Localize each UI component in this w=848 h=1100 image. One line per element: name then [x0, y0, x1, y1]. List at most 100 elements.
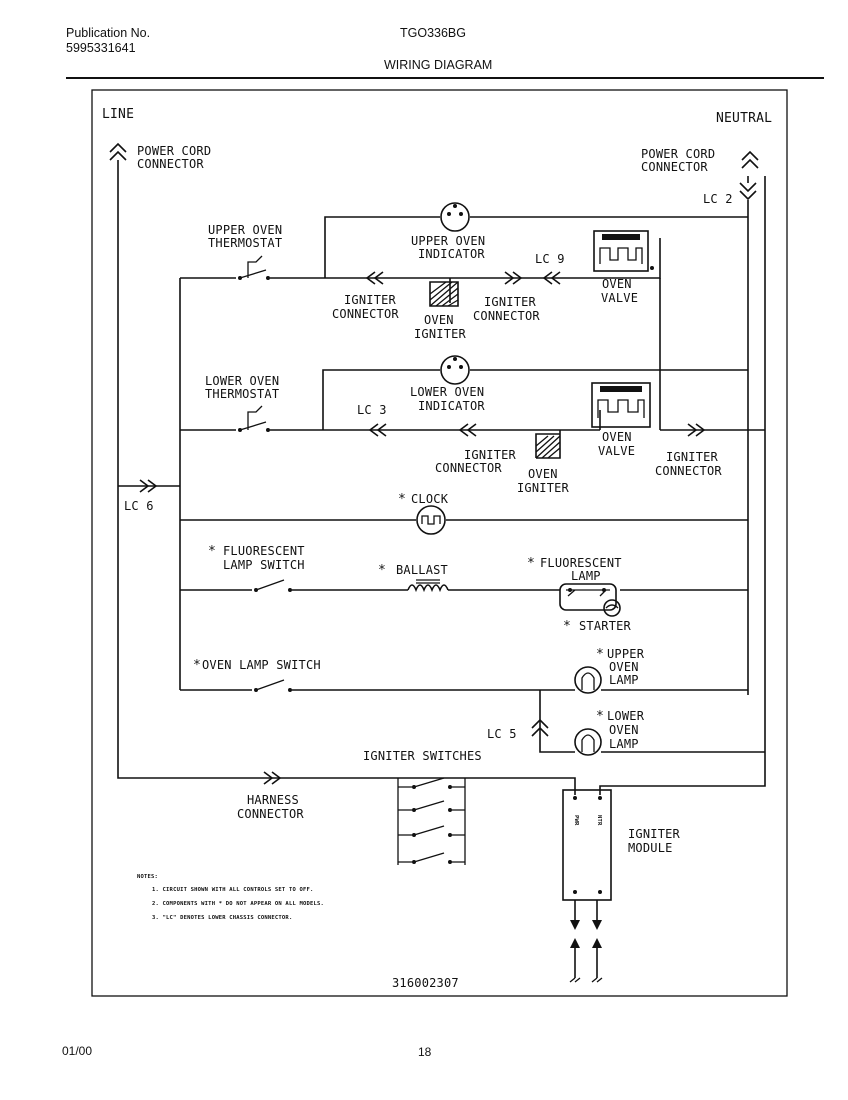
line-power-cord-connector-icon	[109, 142, 127, 161]
fluor-switch-contact-icon	[288, 588, 292, 592]
label-lower-valve-2: VALVE	[598, 444, 635, 458]
label-lower-valve-1: OVEN	[602, 430, 632, 444]
module-terminal-ntr: NTR	[596, 815, 602, 826]
label-upper-ign-conn-left-2: CONNECTOR	[332, 307, 399, 321]
neutral-power-cord-connector-icon	[741, 150, 759, 169]
label-lc3: LC 3	[357, 403, 387, 417]
indicator-dot-icon	[459, 365, 463, 369]
note-3: 3. "LC" DENOTES LOWER CHASSIS CONNECTOR.	[152, 915, 292, 921]
ballast-icon	[407, 579, 449, 593]
notes-title: NOTES:	[137, 874, 158, 880]
label-lc9: LC 9	[535, 252, 565, 266]
ground-icon	[569, 977, 603, 983]
label-upper-lamp-1: UPPER	[607, 647, 645, 661]
asterisk-fluor-lamp: *	[527, 556, 535, 571]
line-wire	[117, 160, 576, 795]
label-line-power-cord: POWER CORD	[137, 144, 211, 158]
label-harness-2: CONNECTOR	[237, 807, 304, 821]
footer-page-number: 18	[418, 1045, 432, 1059]
label-oven-lamp-switch: OVEN LAMP SWITCH	[202, 658, 321, 672]
label-line: LINE	[102, 107, 134, 122]
page-title: WIRING DIAGRAM	[384, 58, 493, 72]
label-lower-igniter-2: IGNITER	[517, 481, 570, 495]
label-starter: STARTER	[579, 619, 632, 633]
label-lower-lamp-2: OVEN	[609, 723, 639, 737]
drawing-number: 316002307	[392, 976, 459, 990]
label-line-power-cord-connector: CONNECTOR	[137, 157, 204, 171]
indicator-dot-icon	[453, 204, 457, 208]
label-lower-lamp-3: LAMP	[609, 737, 639, 751]
label-neutral-power-cord: POWER CORD	[641, 147, 715, 161]
lc3-connector-icon	[368, 423, 387, 437]
label-ballast: BALLAST	[396, 563, 448, 577]
label-igniter-module-1: IGNITER	[628, 827, 681, 841]
label-upper-valve-1: OVEN	[602, 277, 632, 291]
upper-thermostat-contact-icon	[266, 276, 270, 280]
label-lower-lamp-1: LOWER	[607, 709, 645, 723]
label-upper-thermostat-1: UPPER OVEN	[208, 223, 282, 237]
asterisk-clock: *	[398, 492, 406, 507]
upper-oven-igniter-icon	[429, 281, 459, 307]
asterisk-lower-lamp: *	[596, 709, 604, 724]
label-upper-ign-conn-right-1: IGNITER	[484, 295, 537, 309]
note-1: 1. CIRCUIT SHOWN WITH ALL CONTROLS SET T…	[152, 887, 314, 893]
module-terminal-pwr: PWR	[573, 815, 579, 826]
lower-thermostat-contact-icon	[266, 428, 270, 432]
publication-label: Publication No.	[66, 26, 151, 40]
diagram-frame	[91, 89, 788, 997]
lower-igniter-connector-left-icon	[458, 423, 477, 437]
lower-oven-valve-icon	[591, 382, 651, 428]
label-upper-indicator-1: UPPER OVEN	[411, 234, 485, 248]
label-lower-indicator-2: INDICATOR	[418, 399, 485, 413]
label-neutral-power-cord-connector: CONNECTOR	[641, 160, 708, 174]
label-fluor-switch-2: LAMP SWITCH	[223, 558, 305, 572]
asterisk-oven-lamp-switch: *	[193, 658, 201, 673]
lc5-connector-icon	[531, 718, 549, 737]
clock-icon	[416, 505, 446, 535]
wire-upper-indicator-in	[324, 216, 440, 278]
neutral-wire	[599, 176, 766, 795]
fluorescent-lamp-icon	[559, 583, 617, 611]
upper-oven-indicator-icon	[440, 202, 470, 232]
igniter-module-icon	[562, 789, 612, 901]
oven-lamp-switch-icon	[255, 679, 285, 691]
label-upper-valve-2: VALVE	[601, 291, 638, 305]
fluorescent-lamp-switch-icon	[255, 579, 285, 591]
label-igniter-switches: IGNITER SWITCHES	[363, 749, 482, 763]
label-lc2: LC 2	[703, 192, 733, 206]
label-lower-igniter-1: OVEN	[528, 467, 558, 481]
upper-igniter-connector-left-icon	[365, 271, 384, 285]
label-igniter-module-2: MODULE	[628, 841, 673, 855]
indicator-dot-icon	[459, 212, 463, 216]
upper-igniter-connector-right-icon	[504, 271, 523, 285]
module-output-arrow-icon	[570, 920, 602, 930]
label-fluor-switch-1: FLUORESCENT	[223, 544, 305, 558]
harness-connector-icon	[263, 771, 282, 785]
label-upper-igniter-1: OVEN	[424, 313, 454, 327]
indicator-dot-icon	[447, 212, 451, 216]
lc2-connector-icon	[739, 182, 757, 201]
label-lower-indicator-1: LOWER OVEN	[410, 385, 484, 399]
asterisk-ballast: *	[378, 563, 386, 578]
starter-icon	[603, 599, 621, 617]
igniter-switches-icon	[398, 777, 465, 864]
lower-thermostat-icon	[239, 405, 267, 431]
indicator-dot-icon	[447, 365, 451, 369]
asterisk-fluor-switch: *	[208, 544, 216, 559]
asterisk-upper-lamp: *	[596, 647, 604, 662]
lower-oven-igniter-icon	[535, 430, 561, 459]
label-upper-lamp-3: LAMP	[609, 673, 639, 687]
wire-lower-indicator-in	[322, 369, 440, 430]
label-upper-indicator-2: INDICATOR	[418, 247, 485, 261]
label-harness-1: HARNESS	[247, 793, 299, 807]
wire-lc5	[539, 690, 575, 753]
oven-lamp-switch-contact-icon	[288, 688, 292, 692]
upper-oven-lamp-icon	[574, 666, 602, 694]
label-lower-thermostat-2: THERMOSTAT	[205, 387, 279, 401]
label-upper-igniter-2: IGNITER	[414, 327, 467, 341]
lc9-connector-icon	[542, 271, 561, 285]
lc6-connector-icon	[139, 479, 158, 493]
label-upper-lamp-2: OVEN	[609, 660, 639, 674]
upper-thermostat-icon	[239, 255, 267, 279]
